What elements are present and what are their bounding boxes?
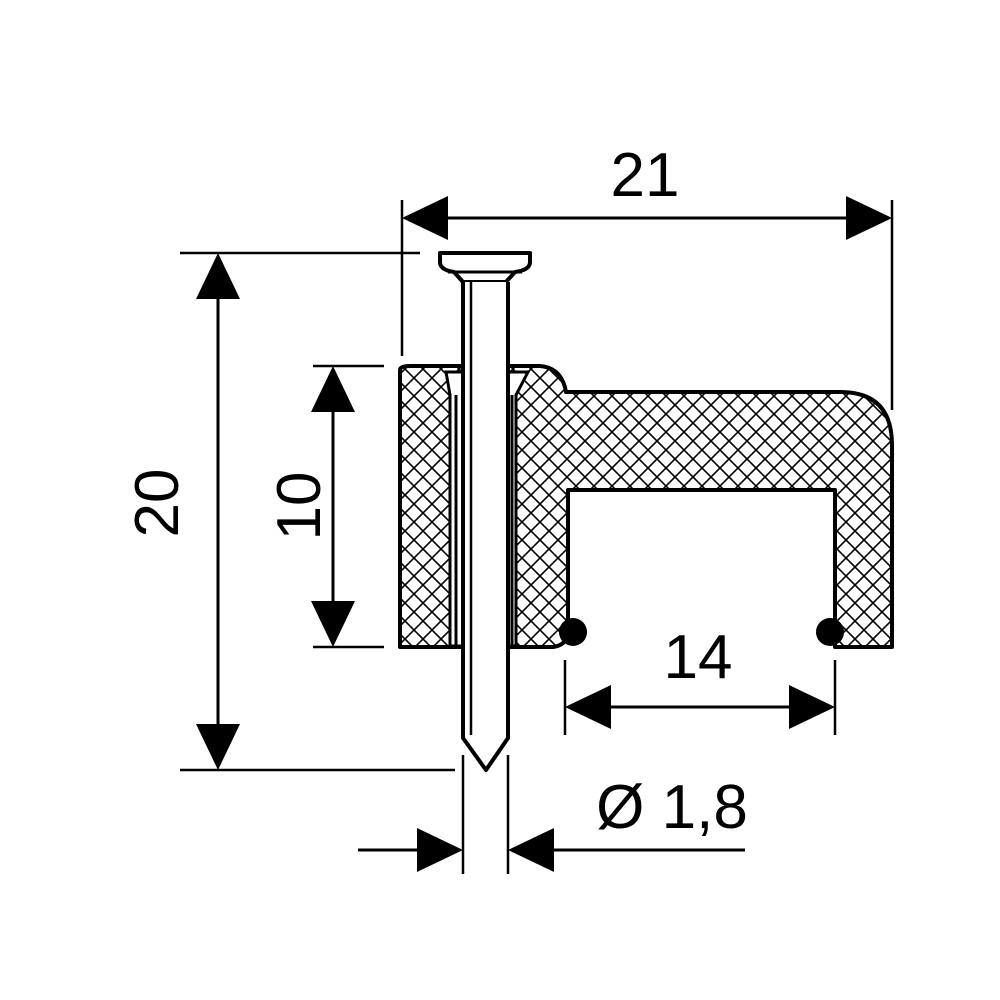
dimension-label-10: 10 [265, 472, 334, 541]
clip-body [398, 364, 894, 649]
arrowhead [846, 196, 892, 240]
dimension-overall-width: 21 [400, 141, 894, 410]
arrowhead [196, 253, 240, 299]
nail [438, 251, 532, 772]
arrowhead [402, 196, 448, 240]
nail-head [438, 251, 532, 284]
arrowhead [311, 601, 355, 647]
dimension-nail-diameter: Ø 1,8 [358, 755, 748, 874]
arrowhead [565, 685, 611, 729]
arrowhead [508, 828, 554, 872]
dimension-clip-height: 10 [265, 364, 384, 649]
right-bead [816, 618, 844, 646]
arrowhead [196, 724, 240, 770]
arrowhead [311, 366, 355, 412]
arrowhead [417, 828, 463, 872]
dimension-label-21: 21 [611, 141, 680, 210]
dimension-label-20: 20 [123, 469, 192, 538]
dimension-label-diameter: Ø 1,8 [596, 773, 748, 842]
dimension-overall-height: 20 [123, 251, 455, 772]
nail-shank [461, 282, 510, 772]
left-bead [559, 618, 587, 646]
arrowhead [789, 685, 835, 729]
dimension-opening-width: 14 [563, 623, 837, 735]
dimension-label-14: 14 [664, 623, 733, 692]
